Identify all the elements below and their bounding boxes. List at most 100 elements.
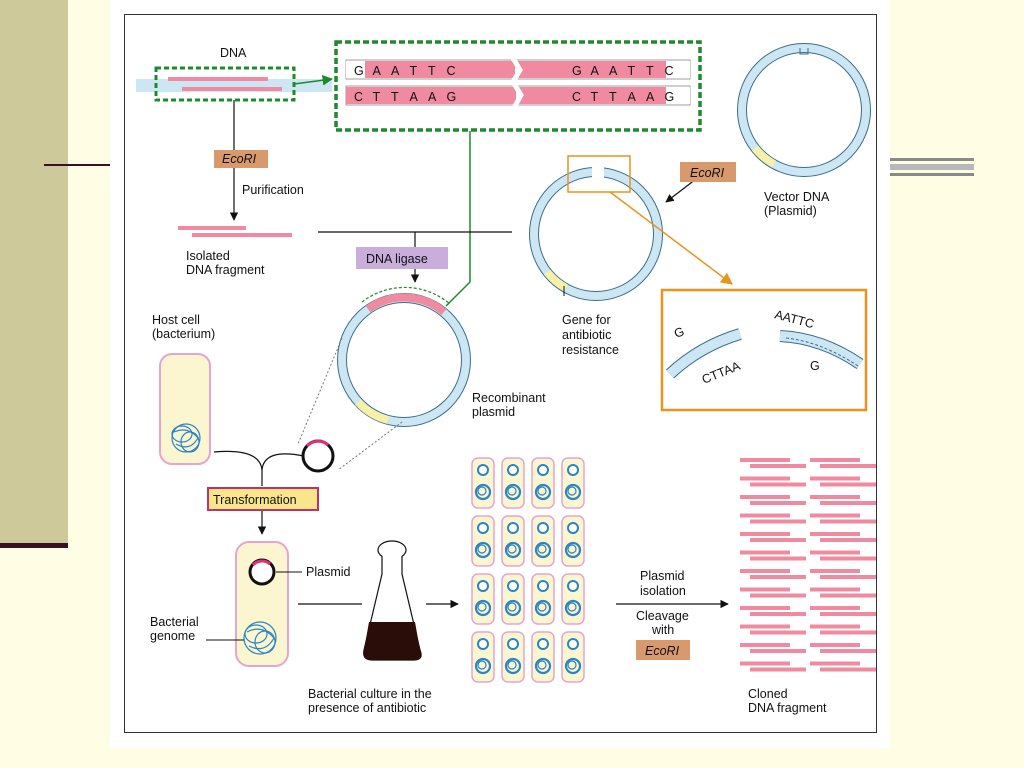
sequence-base: A: [428, 90, 437, 104]
sequence-base: T: [646, 64, 654, 78]
sticky-g-left: G: [672, 324, 686, 340]
sequence-base: A: [609, 64, 618, 78]
diagram-frame: [124, 14, 877, 733]
culture-label-1: Bacterial culture in the: [308, 687, 432, 701]
vector-label-2: (Plasmid): [764, 204, 817, 218]
colony-cell: [501, 515, 525, 567]
sequence-base: A: [410, 90, 419, 104]
isolation-label-2: isolation: [640, 584, 686, 598]
cut-site-highlight: [567, 155, 631, 193]
sequence-base: G: [665, 90, 675, 104]
bacterial-genome: [243, 621, 277, 655]
vector-label-1: Vector DNA: [764, 190, 830, 204]
dna-strand: [136, 66, 334, 102]
colony-cell: [561, 515, 585, 567]
cloned-fragment: [810, 643, 876, 653]
dna-ligase-label: DNA ligase: [366, 252, 428, 266]
sticky-end-zoom: [660, 288, 868, 412]
culture-flask: [363, 540, 422, 661]
sequence-base: A: [646, 90, 655, 104]
slide-right-rule: [888, 158, 974, 161]
sequence-base: G: [572, 64, 582, 78]
ecori-box-2: [680, 162, 736, 182]
gene-label-2: antibiotic: [562, 328, 611, 342]
cloned-fragment: [740, 513, 806, 524]
ecori-label-2: EcoRI: [690, 166, 725, 180]
colony-cell: [471, 631, 495, 683]
cloned-fragment: [740, 587, 806, 598]
sequence-base: T: [628, 64, 636, 78]
transformation-label: Transformation: [213, 493, 297, 507]
small-plasmid: [301, 439, 335, 473]
colony-cell: [501, 631, 525, 683]
cloned-fragment: [740, 661, 806, 672]
cloned-fragment: [810, 513, 876, 524]
ecori-label-1: EcoRI: [222, 152, 257, 166]
transformed-plasmid: [248, 558, 276, 586]
cloned-fragment: [810, 569, 876, 579]
colony-cell: [471, 515, 495, 567]
colony-cell: [471, 573, 495, 625]
cloned-fragment: [810, 661, 876, 672]
sequence-base: A: [391, 64, 400, 78]
recombinant-label-2: plasmid: [472, 405, 515, 419]
colony-cell: [531, 515, 555, 567]
colony-cell: [501, 457, 525, 509]
sequence-base: T: [391, 90, 399, 104]
slide-right-rule: [888, 173, 974, 176]
vector-plasmid: [737, 43, 871, 177]
cloned-fragment: [740, 624, 806, 635]
slide-left-rule: [0, 543, 68, 548]
cloned-label-1: Cloned: [748, 687, 788, 701]
sticky-g-right: G: [810, 359, 820, 373]
cloned-fragment: [810, 495, 876, 505]
cloned-fragment: [810, 458, 876, 468]
sequence-box: [334, 40, 702, 132]
cloned-fragment: [740, 643, 806, 653]
sequence-base: T: [373, 90, 381, 104]
sequence-base: A: [628, 90, 637, 104]
cut-vector-plasmid: [529, 166, 663, 301]
ecori-label-3: EcoRI: [645, 644, 680, 658]
cloned-fragment: [810, 532, 876, 542]
sequence-base: T: [428, 64, 436, 78]
cloned-fragment: [810, 550, 876, 561]
cloned-fragment: [740, 569, 806, 579]
recombinant-label-1: Recombinant: [472, 391, 546, 405]
sequence-base: C: [572, 90, 581, 104]
cloned-fragment: [810, 624, 876, 635]
dna-label: DNA: [220, 46, 247, 60]
green-connector: [445, 131, 471, 307]
purification-label: Purification: [242, 183, 304, 197]
cloned-label-2: DNA fragment: [748, 701, 827, 715]
sequence-base: A: [373, 64, 382, 78]
colony-cell: [561, 573, 585, 625]
cloned-fragment: [740, 550, 806, 561]
cloned-fragment: [740, 476, 806, 487]
ecori-box-1: [214, 150, 268, 168]
cloned-fragment: [740, 532, 806, 542]
colony-cell: [531, 631, 555, 683]
isolation-label-1: Plasmid: [640, 569, 685, 583]
colony-cell: [561, 457, 585, 509]
cloned-fragment: [740, 606, 806, 616]
sequence-base: T: [609, 90, 617, 104]
slide-left-line: [44, 164, 110, 166]
transformation-box: [207, 487, 319, 511]
colony-cell: [471, 457, 495, 509]
cloned-fragment: [810, 476, 876, 487]
colony-cell: [561, 631, 585, 683]
genome-label-2: genome: [150, 629, 195, 643]
sequence-base: C: [665, 64, 674, 78]
sequence-base: A: [591, 64, 600, 78]
colony-cell: [531, 457, 555, 509]
recombinant-plasmid: [337, 286, 471, 427]
sequence-base: T: [591, 90, 599, 104]
isolated-label-2: DNA fragment: [186, 263, 265, 277]
cloned-fragment: [810, 606, 876, 616]
cleavage-label-2: with: [651, 623, 674, 637]
host-genome: [171, 423, 201, 453]
